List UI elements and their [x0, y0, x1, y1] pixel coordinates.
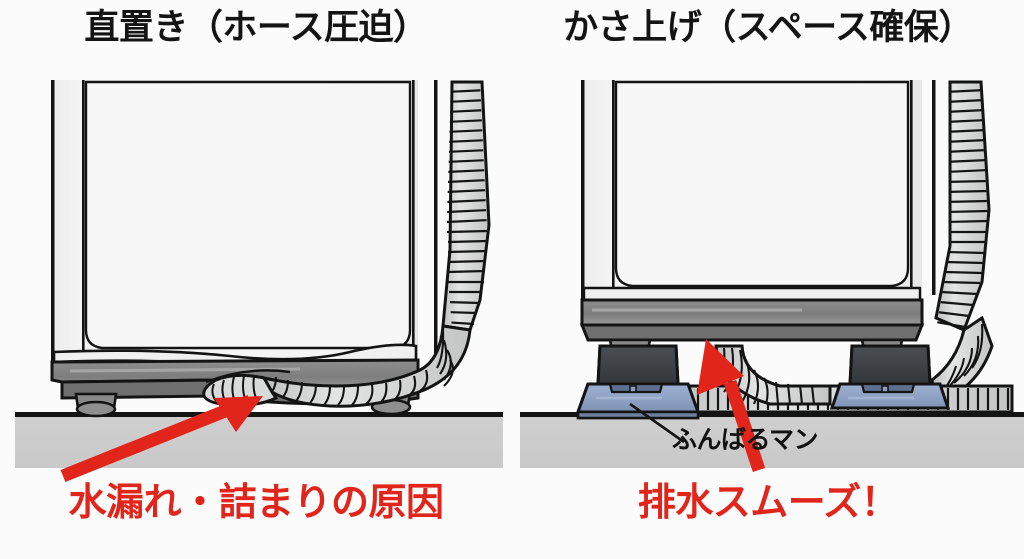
red-arrow-up-left [697, 339, 766, 473]
riser-block-right-front [829, 344, 951, 410]
red-arrow-up-right [60, 394, 263, 483]
riser-leader-line [629, 402, 685, 444]
panel-direct-placement: 直置き（ホース圧迫） [15, 8, 503, 524]
panel-title-left: 直置き（ホース圧迫） [84, 8, 428, 47]
washing-machine-left [50, 80, 438, 418]
machine-foot-left [74, 392, 118, 418]
panel-title-right: かさ上げ（スペース確保） [563, 8, 973, 47]
drain-hose-crushed [202, 80, 491, 408]
riser-block-left-front [575, 344, 701, 420]
washing-machine-right [579, 80, 936, 364]
floor-right [520, 412, 1024, 468]
left-illustration [15, 80, 503, 483]
riser-product-label: ふんばるマン [672, 426, 819, 454]
panel-caption-left: 水漏れ・詰まりの原因 [68, 482, 444, 524]
panel-caption-right: 排水スムーズ！ [637, 482, 899, 524]
right-illustration [520, 80, 1024, 473]
panel-raised-placement: かさ上げ（スペース確保） [512, 0, 1024, 559]
